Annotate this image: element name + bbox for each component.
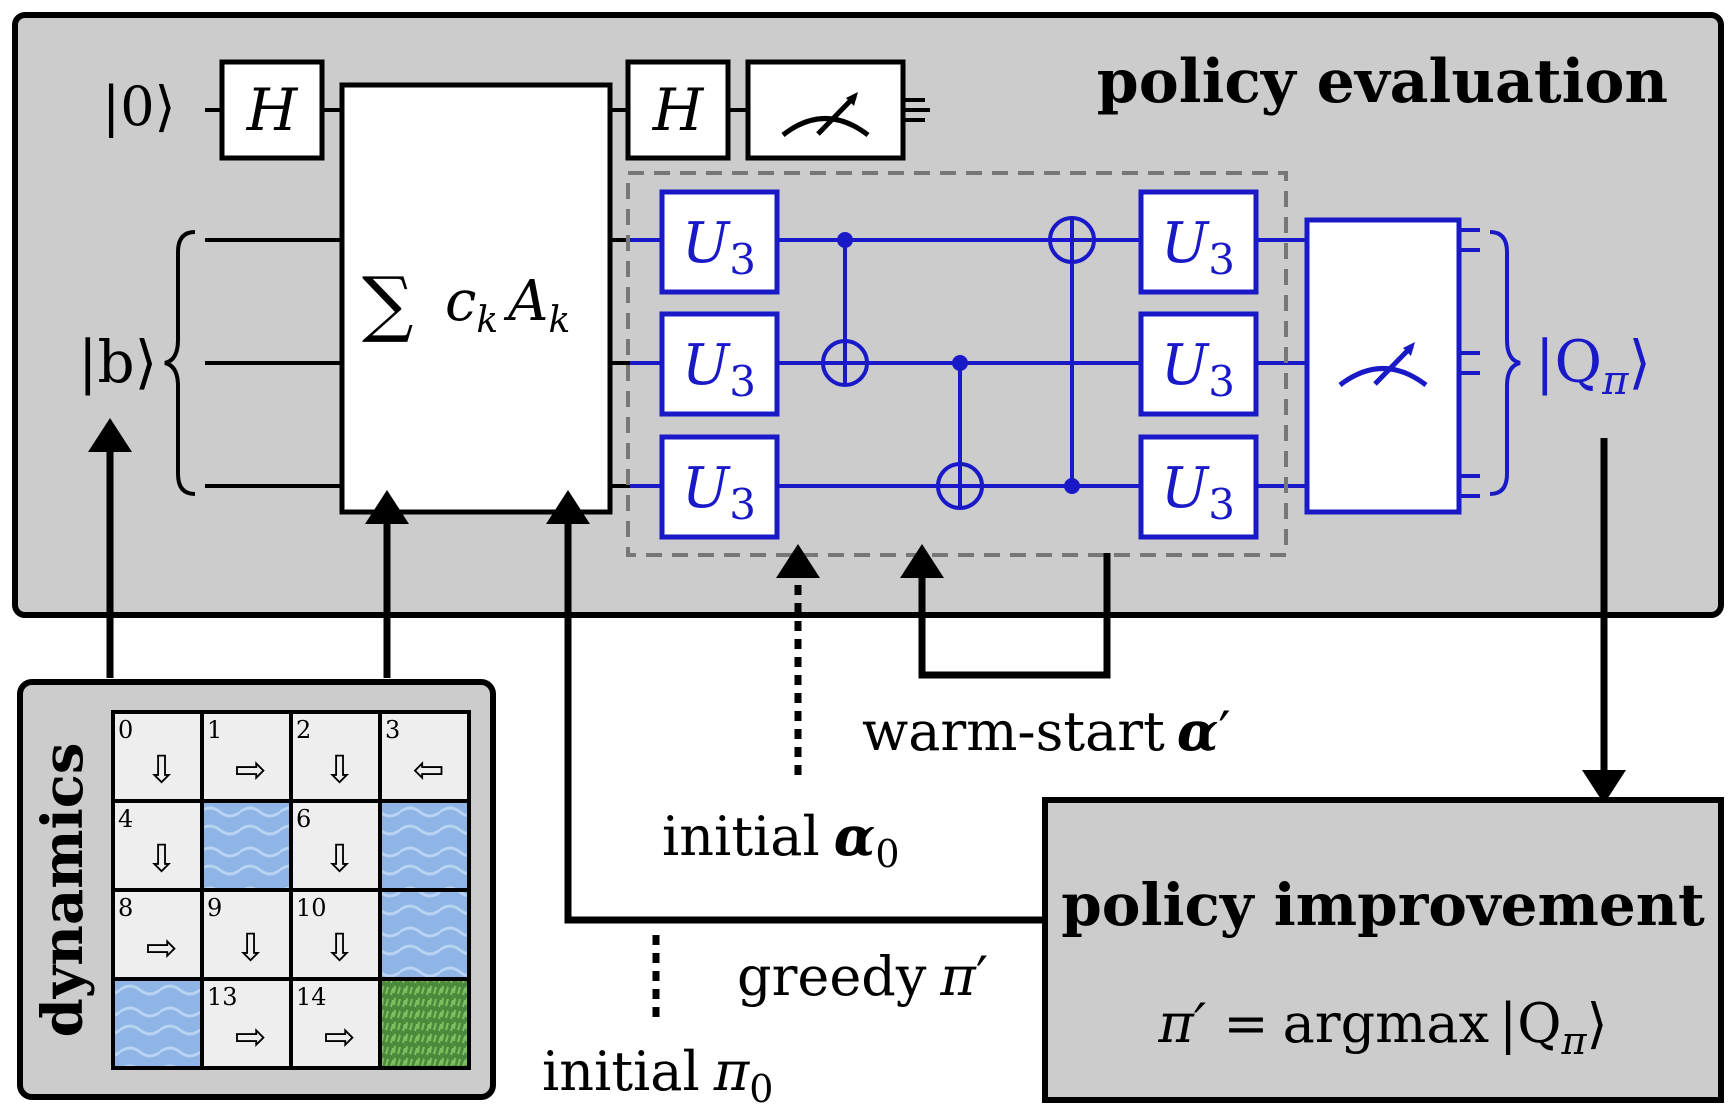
grid-cell-water — [111, 977, 204, 1070]
greedy-policy-arrow — [564, 522, 1043, 924]
improvement-formula: π′ =argmax|Qπ⟩ — [1157, 992, 1607, 1063]
sum-ak-label: Ak — [503, 269, 570, 341]
hadamard-gate-1 — [219, 59, 325, 161]
ancilla-measurement — [745, 59, 906, 161]
svg-text:U3: U3 — [1161, 456, 1235, 529]
cnot-gate-3 — [1048, 216, 1096, 494]
u3-gate-left-2: U3 — [659, 311, 780, 417]
svg-text:U3: U3 — [682, 456, 756, 529]
svg-text:U3: U3 — [682, 211, 756, 284]
grid-cell-number: 10 — [296, 894, 327, 922]
ket-b-brace — [164, 230, 196, 496]
arrow-down-icon: ⇩ — [324, 748, 356, 792]
ket-zero-label: |0⟩ — [102, 75, 176, 138]
arrow-down-icon: ⇩ — [235, 926, 267, 970]
system-classical-outputs — [1459, 228, 1480, 498]
u3-gate-right-3: U3 — [1138, 434, 1259, 540]
hadamard-gate-2 — [625, 59, 731, 161]
arrow-right-icon: ⇨ — [235, 1015, 267, 1059]
svg-text:U3: U3 — [682, 333, 756, 406]
grid-cell-grass — [378, 977, 471, 1070]
ket-b-label: |b⟩ — [78, 328, 157, 396]
arrow-down-icon: ⇩ — [324, 926, 356, 970]
grid-cell-ice: 1⇨ — [200, 710, 293, 803]
svg-text:U3: U3 — [1161, 333, 1235, 406]
u3-gate-right-2: U3 — [1138, 311, 1259, 417]
grid-cell-ice: 10 ⇩ — [289, 888, 382, 981]
grid-cell-number: 14 — [296, 983, 327, 1011]
grid-cell-number: 6 — [296, 805, 311, 833]
grid-cell-ice: 4⇩ — [111, 799, 204, 892]
grid-cell-ice: 3⇦ — [378, 710, 471, 803]
arrow-down-icon: ⇩ — [324, 837, 356, 881]
grid-cell-number: 2 — [296, 716, 311, 744]
grid-cell-ice: 0⇩ — [111, 710, 204, 803]
grid-cell-water — [200, 799, 293, 892]
policy-improvement-panel — [1042, 797, 1724, 1103]
sum-symbol: ∑ — [362, 261, 413, 345]
grid-cell-number: 9 — [207, 894, 222, 922]
grid-cell-ice: 2⇩ — [289, 710, 382, 803]
policy-improvement-title: policy improvement — [1061, 871, 1705, 939]
cnot-gate-2 — [936, 355, 984, 510]
grid-cell-ice: 6⇩ — [289, 799, 382, 892]
grid-cell-ice: 8⇨ — [111, 888, 204, 981]
grid-cell-number: 13 — [207, 983, 238, 1011]
grid-cell-water — [378, 799, 471, 892]
ket-q-pi-label: |Qπ⟩ — [1535, 328, 1651, 404]
grid-cell-ice: 14 ⇨ — [289, 977, 382, 1070]
arrow-right-icon: ⇨ — [146, 926, 178, 970]
warm-start-loop-arrow — [918, 553, 1111, 679]
dynamics-title: dynamics — [30, 743, 96, 1038]
u3-gate-right-1: U3 — [1138, 189, 1259, 295]
sum-ck-label: ck — [445, 269, 498, 341]
frozen-lake-grid: 0⇩1⇨2⇩3⇦4⇩6⇩8⇨9⇩10⇩13⇨14⇨ — [111, 710, 471, 1070]
svg-text:U3: U3 — [1161, 211, 1235, 284]
q-pi-brace — [1489, 230, 1521, 496]
grid-cell-water — [378, 888, 471, 981]
policy-evaluation-title: policy evaluation — [1097, 47, 1668, 117]
system-meter-icon — [1338, 366, 1428, 387]
measurement-meter-icon — [781, 116, 870, 137]
grid-cell-number: 4 — [118, 805, 133, 833]
grid-cell-number: 0 — [118, 716, 133, 744]
arrow-down-icon: ⇩ — [146, 748, 178, 792]
arrow-right-icon: ⇨ — [324, 1015, 356, 1059]
arrow-right-icon: ⇨ — [235, 748, 267, 792]
arrow-down-icon: ⇩ — [146, 837, 178, 881]
sum-ck-ak-block — [339, 82, 613, 515]
hadamard-gate-1-label: H — [246, 76, 299, 144]
cnot-gate-1 — [821, 232, 869, 387]
system-needle-icon — [1373, 344, 1414, 386]
grid-cell-number: 8 — [118, 894, 133, 922]
hadamard-gate-2-label: H — [652, 76, 705, 144]
grid-cell-number: 3 — [385, 716, 400, 744]
grid-cell-ice: 13 ⇨ — [200, 977, 293, 1070]
arrow-left-icon: ⇦ — [413, 748, 445, 792]
u3-gate-left-3: U3 — [659, 434, 780, 540]
measurement-needle-icon — [816, 94, 857, 136]
grid-cell-number: 1 — [207, 716, 222, 744]
grid-cell-ice: 9⇩ — [200, 888, 293, 981]
u3-gate-left-1: U3 — [659, 189, 780, 295]
